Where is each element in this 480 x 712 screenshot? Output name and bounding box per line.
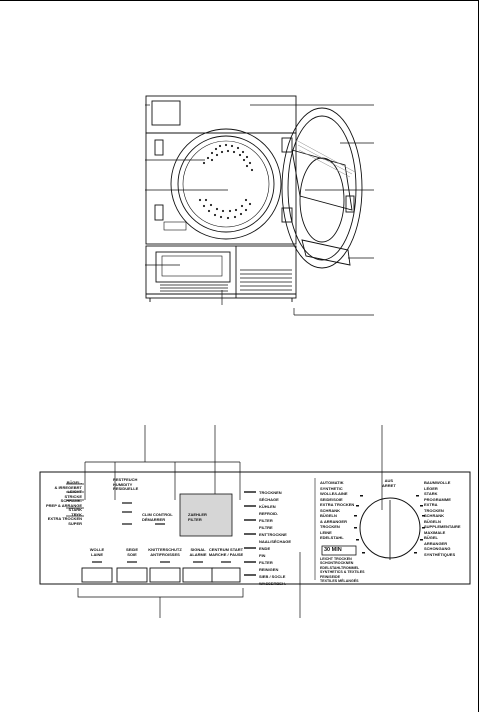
control-panel-illustration <box>39 425 471 618</box>
display-label: ZAEHLER FILTER <box>188 512 207 522</box>
left-programs: BÜGEL- & IRREGEBRT LEICHT STRICKE SCHRAN… <box>45 480 82 526</box>
button-wolle[interactable]: WOLLE LAINE <box>89 547 105 557</box>
dial-off-label: AUS ARRET <box>382 478 396 488</box>
drum-opening <box>170 128 282 240</box>
dial-right-labels: BAUMWOLLE LÉGER STARK PROGRAMME EXTRA TR… <box>424 480 461 557</box>
restfeuchte-label: RESTFEUCH HUMIDITY RESIDUELLE <box>113 477 139 491</box>
button-knitterschutz[interactable]: KNITTERSCHUTZ ANTIFROISSES <box>148 547 182 557</box>
button-start[interactable]: CENTRUM START MARCHE / PAUSE <box>208 547 244 557</box>
dial-bottom-labels: LEICHT TROCKEN SCHONTROCKNEN EDELSTAHLTR… <box>320 557 365 584</box>
water-container <box>155 251 231 283</box>
dial-left-labels: AUTOMATIK SYNTHETIC WOLLE/LAINE SEIDE/SO… <box>320 480 355 540</box>
clim-control-label: CLIM CONTROL DÉMARRER <box>142 512 173 522</box>
dryer-base <box>145 245 297 299</box>
timer-label: 30 MIN <box>324 547 342 553</box>
timer-box <box>321 545 357 556</box>
top-rule <box>0 0 479 1</box>
status-labels: TROCKNEN SÉCHAGE KÜHLEN REFROID. FILTER … <box>259 490 292 586</box>
open-door <box>281 107 363 269</box>
button-row <box>81 567 241 583</box>
dryer-illustration <box>145 95 374 316</box>
drum-perforation <box>198 143 254 220</box>
button-signal[interactable]: SIGNAL ALARME <box>189 547 207 557</box>
dryer-front <box>145 132 297 245</box>
display-window <box>179 493 233 537</box>
button-seide[interactable]: SEIDE SOIE <box>125 547 138 557</box>
display-panel <box>151 100 181 126</box>
control-panel <box>39 471 471 585</box>
